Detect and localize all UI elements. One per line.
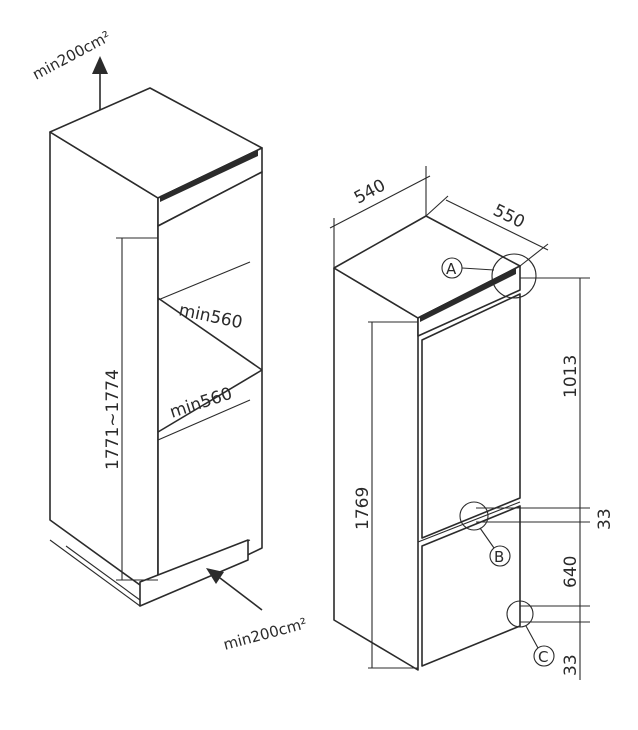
cabinet-top-shade [160, 150, 258, 202]
cabinet-height-label: 1771~1774 [103, 369, 123, 470]
callout-a-label: A [446, 260, 457, 278]
fridge-drawing: 540 550 1769 1013 33 640 33 [329, 166, 615, 680]
height-dimension [116, 237, 158, 581]
vent-top-arrow-icon [92, 56, 108, 110]
fridge-depth-label: 550 [490, 201, 528, 233]
callout-c-detail-circle [506, 600, 534, 628]
total-height-dimension [368, 321, 418, 669]
fridge-total-height-label: 1769 [353, 487, 373, 530]
callout-c-label: C [538, 648, 548, 666]
width-dimension [329, 166, 431, 268]
vent-top-label: min200cm² [29, 27, 113, 83]
vent-bottom-arrow-icon [206, 568, 263, 611]
cabinet-plinth [139, 539, 249, 607]
shelf-line-lower [157, 369, 263, 433]
callout-b-label: B [494, 548, 504, 566]
upper-section-label: 1013 [561, 355, 581, 398]
fridge-width-label: 540 [351, 176, 389, 209]
cabinet-drawing: 1771~1774 min560 min560 min200cm² min200… [29, 27, 308, 654]
vent-bottom-label: min200cm² [221, 614, 309, 654]
lower-section-label: 640 [561, 556, 581, 588]
shelf-line-upper [157, 297, 263, 371]
fridge-upper-door [421, 293, 521, 539]
callout-c-marker-circle [533, 645, 555, 667]
fridge-side-face [333, 267, 419, 671]
cabinet-side-panel [49, 131, 159, 599]
section-dimensions [476, 277, 590, 680]
callout-a-detail-circle [491, 253, 537, 299]
callout-b-detail-circle [459, 501, 489, 531]
cabinet-front-frame [157, 171, 263, 599]
gap-b-label: 33 [595, 508, 615, 530]
callout-b-marker-circle [489, 545, 511, 567]
gap-c-label: 33 [561, 654, 581, 676]
depth-dimension [425, 195, 549, 267]
